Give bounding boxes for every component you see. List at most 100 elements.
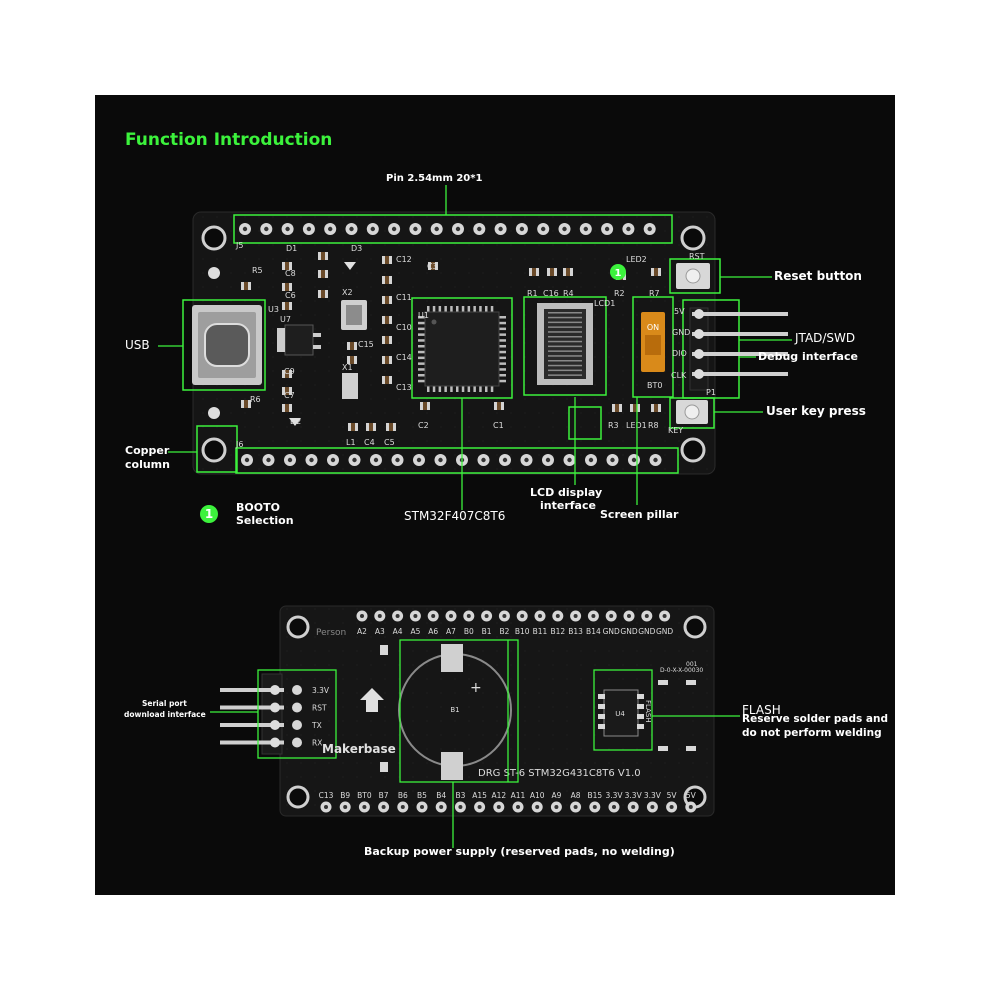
regulator-u7 [284, 324, 314, 356]
mcu-label: STM32F407C8T6 [404, 509, 506, 523]
svg-text:CLK: CLK [671, 371, 687, 380]
flash-label: FLASH [742, 703, 781, 717]
svg-text:LED2: LED2 [626, 255, 647, 264]
debug-interface-label: Debug interface [758, 350, 858, 363]
svg-text:R6: R6 [250, 395, 261, 404]
svg-text:5V: 5V [674, 307, 685, 316]
svg-text:J5: J5 [235, 241, 243, 250]
svg-text:BT0: BT0 [357, 791, 372, 800]
svg-text:A4: A4 [393, 627, 403, 636]
svg-text:C3: C3 [427, 262, 438, 271]
bottom-pin-row-bottom [320, 801, 697, 813]
svg-text:R7: R7 [649, 289, 660, 298]
svg-text:GND: GND [672, 328, 690, 337]
svg-text:C13: C13 [319, 791, 334, 800]
lcd-label-2: interface [540, 499, 596, 512]
svg-text:B14: B14 [586, 627, 601, 636]
svg-text:X1: X1 [342, 363, 353, 372]
crystal-x1 [342, 373, 358, 399]
svg-text:U4: U4 [615, 710, 625, 718]
svg-text:B3: B3 [455, 791, 465, 800]
svg-text:A11: A11 [511, 791, 526, 800]
lcd-label-1: LCD display [530, 486, 603, 499]
pin-header-top-outline [233, 214, 673, 244]
svg-text:KEY: KEY [668, 426, 683, 435]
svg-text:TX: TX [311, 721, 322, 730]
bottom-leader-lines [210, 640, 740, 848]
svg-text:C5: C5 [384, 438, 395, 447]
lcd-fpc-connector [537, 303, 593, 385]
svg-text:C10: C10 [396, 323, 412, 332]
svg-text:A5: A5 [410, 627, 420, 636]
svg-text:U3: U3 [268, 305, 279, 314]
svg-text:B13: B13 [568, 627, 583, 636]
svg-text:5V: 5V [686, 791, 697, 800]
svg-text:C14: C14 [396, 353, 412, 362]
usb-label: USB [125, 338, 150, 352]
svg-text:BT0: BT0 [647, 381, 662, 390]
screen-pillar-label: Screen pillar [600, 508, 679, 521]
svg-text:R1: R1 [527, 289, 538, 298]
svg-text:Makerbase: Makerbase [322, 742, 396, 756]
svg-text:DIO: DIO [672, 349, 687, 358]
user-key-button [676, 400, 708, 424]
svg-text:B15: B15 [587, 791, 602, 800]
makerbase-logo: Makerbase [322, 688, 396, 756]
svg-text:B1: B1 [482, 627, 492, 636]
svg-text:5V: 5V [667, 791, 678, 800]
svg-text:D2: D2 [290, 417, 301, 426]
user-key-label: User key press [766, 404, 866, 418]
svg-text:A2: A2 [357, 627, 367, 636]
svg-text:GND: GND [656, 627, 673, 636]
reset-button-label: Reset button [774, 269, 862, 283]
boot-selection-label-1: BOOTO [236, 501, 280, 514]
lcd-connector-outline [523, 296, 607, 396]
svg-text:+: + [470, 680, 482, 696]
svg-text:D1: D1 [286, 244, 297, 253]
serial-label-2: download interface [124, 710, 206, 719]
svg-text:U1: U1 [418, 311, 429, 320]
boot-switch-outline [632, 296, 674, 398]
copper-column-outline [196, 425, 238, 473]
svg-text:C11: C11 [396, 293, 412, 302]
svg-text:A10: A10 [530, 791, 545, 800]
svg-text:A12: A12 [491, 791, 506, 800]
svg-text:B4: B4 [436, 791, 446, 800]
jtad-swd-label: JTAD/SWD [795, 331, 856, 345]
bottom-pin-row-top [356, 610, 671, 622]
svg-text:GND: GND [620, 627, 637, 636]
svg-text:C9: C9 [284, 367, 295, 376]
svg-text:C4: C4 [364, 438, 375, 447]
svg-text:D-0-X-X-00030: D-0-X-X-00030 [660, 667, 703, 674]
svg-text:B2: B2 [499, 627, 509, 636]
svg-text:RST: RST [312, 704, 327, 713]
svg-text:3.3V: 3.3V [605, 791, 623, 800]
svg-text:B0: B0 [464, 627, 474, 636]
flash-note-1: Reserve solder pads and [742, 713, 889, 725]
svg-text:GND: GND [603, 627, 620, 636]
svg-text:A9: A9 [551, 791, 561, 800]
backup-outline [399, 639, 519, 783]
mcu-chip [418, 306, 506, 392]
backup-power-label: Backup power supply (reserved pads, no w… [364, 845, 675, 858]
screen-pillar-outline [568, 406, 602, 440]
pin-row-top [239, 223, 656, 235]
copper-column-label-2: column [125, 458, 170, 471]
svg-text:FLASH: FLASH [644, 700, 652, 723]
svg-text:LCD1: LCD1 [594, 299, 615, 308]
svg-text:ON: ON [647, 323, 659, 332]
svg-text:A15: A15 [472, 791, 487, 800]
svg-text:A8: A8 [571, 791, 581, 800]
svg-text:J6: J6 [235, 440, 243, 449]
svg-text:D3: D3 [351, 244, 362, 253]
svg-text:R8: R8 [648, 421, 659, 430]
svg-text:B11: B11 [533, 627, 548, 636]
svg-text:R4: R4 [563, 289, 574, 298]
svg-text:C8: C8 [285, 269, 296, 278]
pin-row-bottom [241, 454, 662, 466]
coin-cell-pads: + B1 [398, 644, 512, 780]
svg-text:A3: A3 [375, 627, 385, 636]
